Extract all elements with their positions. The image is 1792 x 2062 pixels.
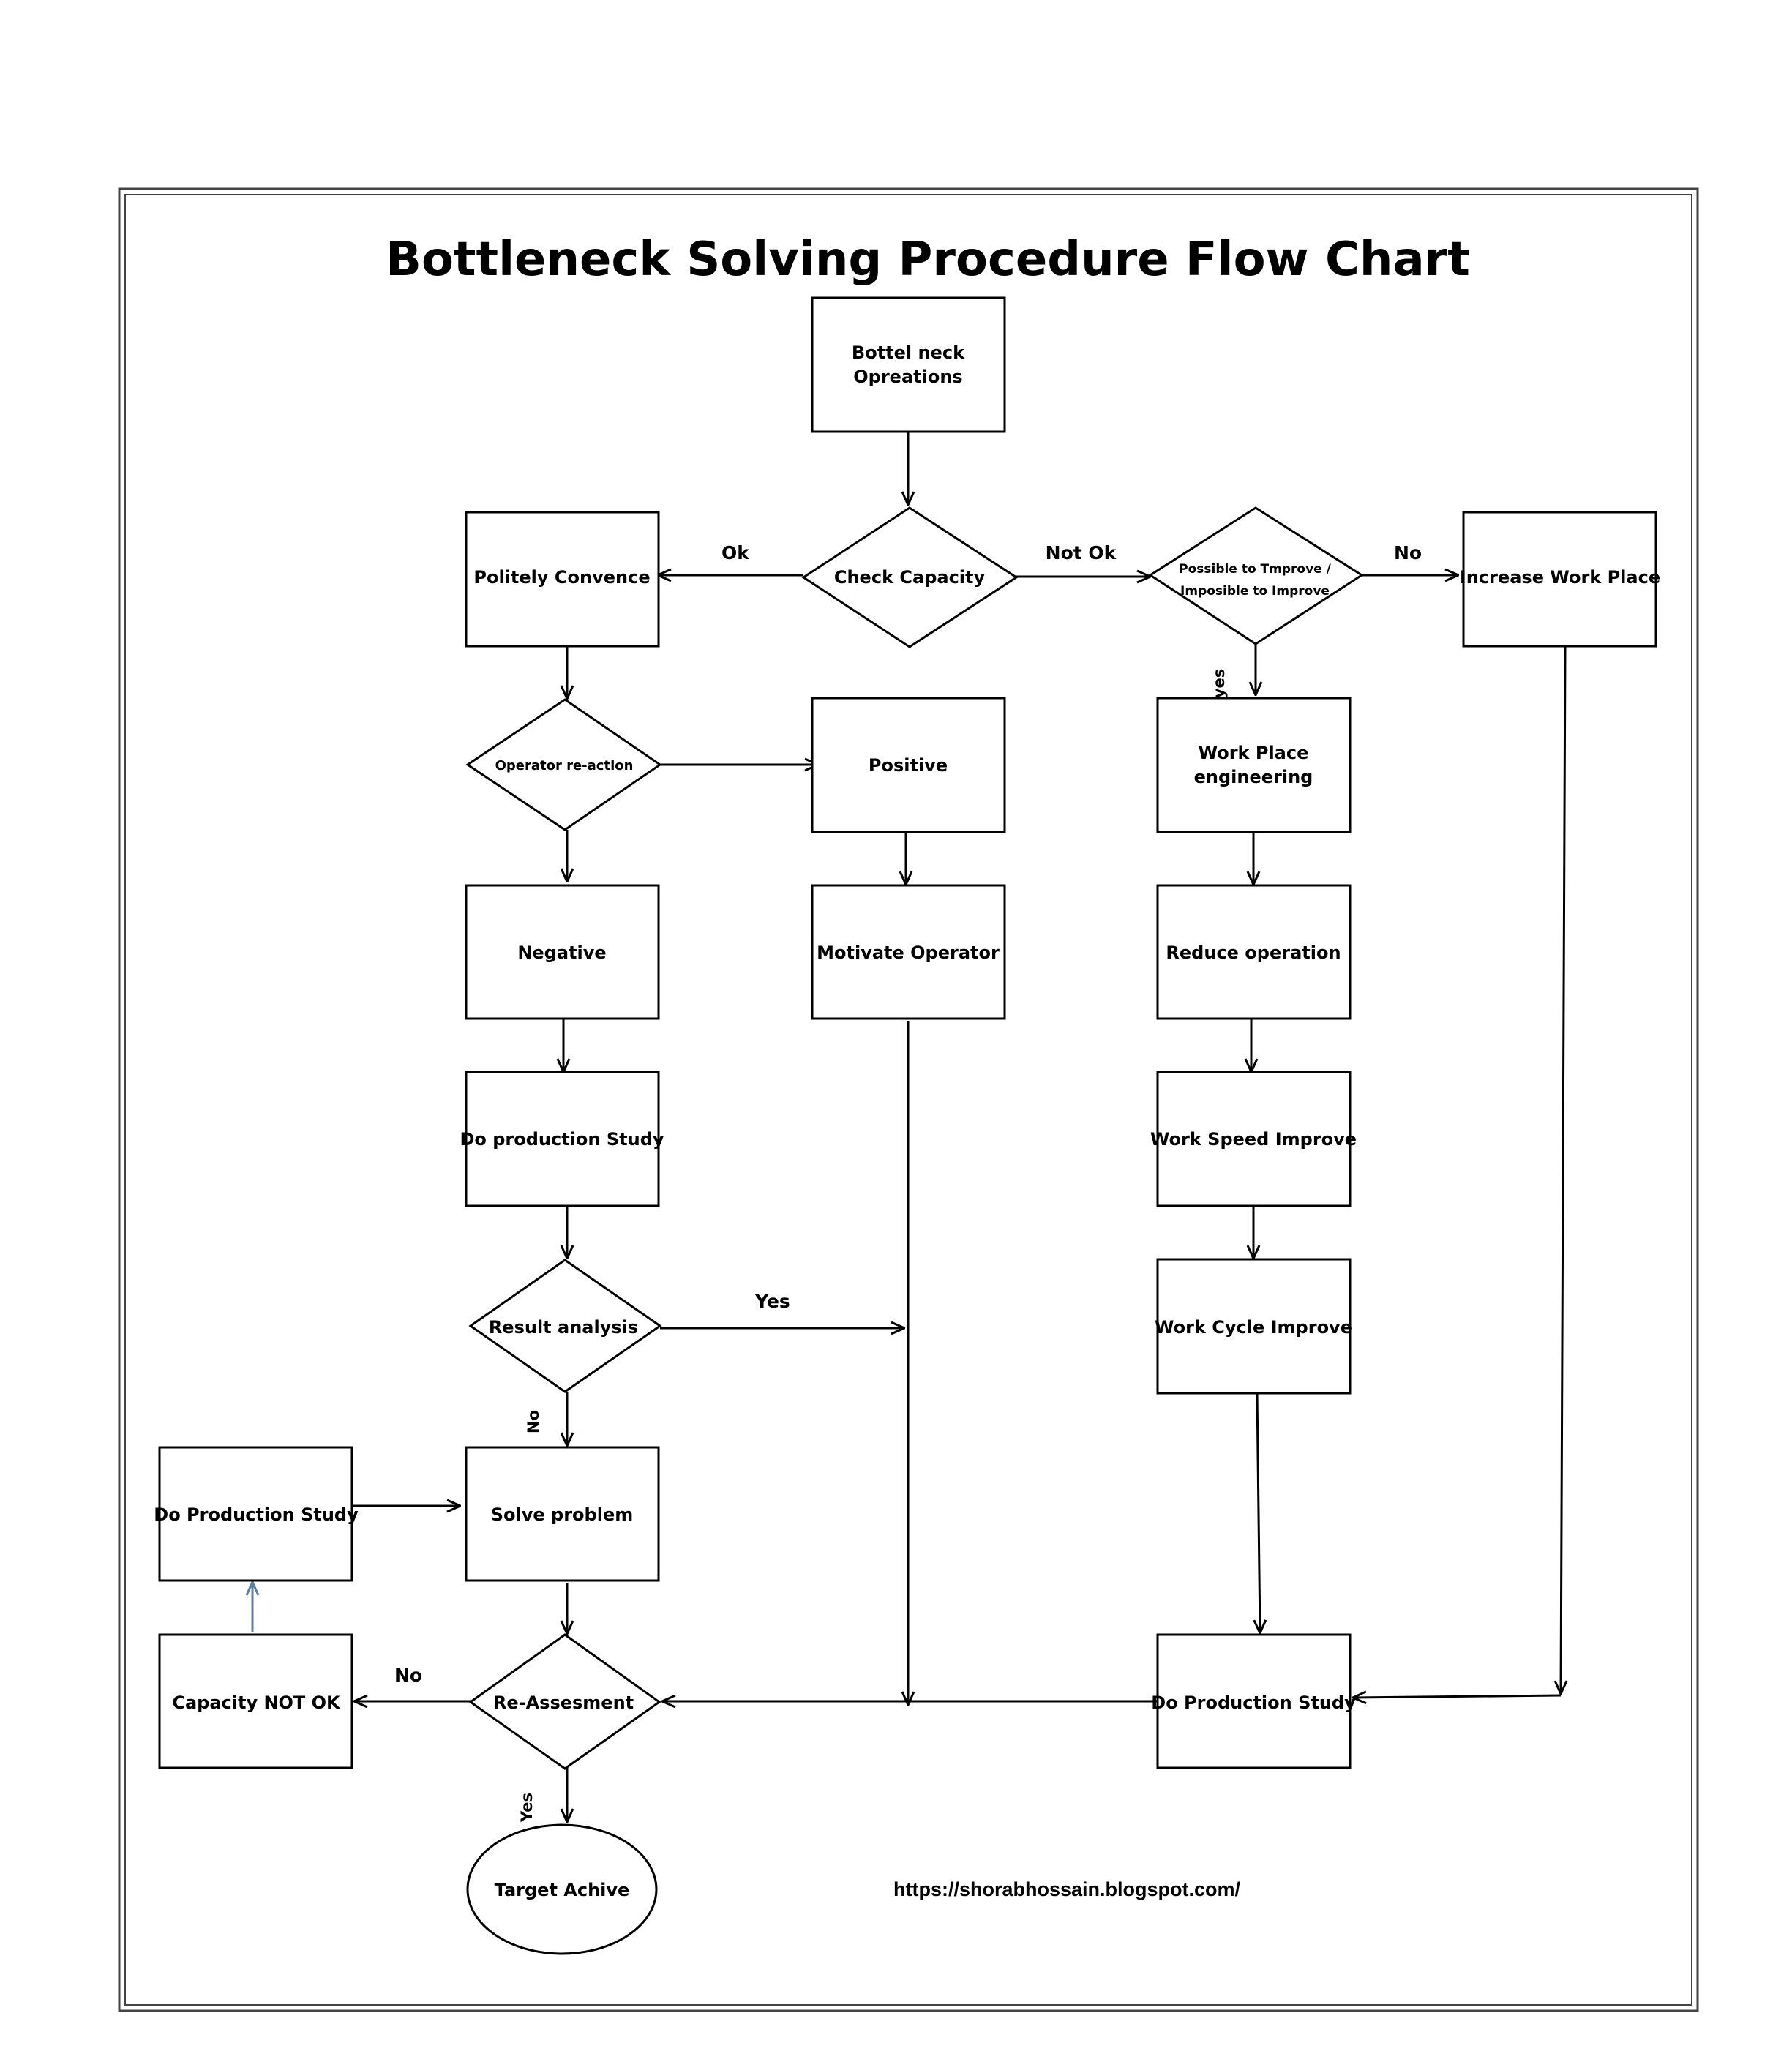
label-wpe-line2: engineering bbox=[1194, 767, 1313, 787]
node-possible-improve bbox=[1148, 506, 1364, 645]
node-result-analysis bbox=[468, 1259, 662, 1393]
node-do-production-study-left bbox=[158, 1446, 353, 1582]
chart-title: Bottleneck Solving Procedure Flow Chart bbox=[386, 233, 1470, 287]
node-re-assesment bbox=[468, 1633, 661, 1770]
edge-cycle-to-dps-right bbox=[1257, 1393, 1260, 1633]
edge-label-not-ok: Not Ok bbox=[1046, 542, 1117, 563]
node-reduce-operation bbox=[1156, 884, 1352, 1020]
node-politely-convence bbox=[465, 511, 660, 648]
label-possible-line2: Imposible to Improve bbox=[1180, 584, 1330, 599]
edge-label-no-result: No bbox=[525, 1410, 542, 1433]
edge-label-no-reassess: No bbox=[394, 1665, 422, 1686]
label-target-achive: Target Achive bbox=[495, 1880, 630, 1900]
label-result-analysis: Result analysis bbox=[489, 1317, 638, 1338]
node-work-cycle-improve bbox=[1156, 1258, 1352, 1395]
edge-label-yes-reassess: Yes bbox=[518, 1793, 536, 1823]
label-negative: Negative bbox=[517, 942, 606, 963]
label-positive: Positive bbox=[869, 755, 948, 776]
label-do-production-study-1: Do production Study bbox=[460, 1129, 664, 1150]
node-do-production-study-right bbox=[1156, 1633, 1352, 1769]
outer-frame bbox=[118, 187, 1699, 2012]
node-positive bbox=[811, 697, 1006, 833]
node-operator-reaction bbox=[465, 698, 662, 831]
node-solve-problem bbox=[465, 1446, 660, 1582]
node-bottleneck-operations bbox=[811, 296, 1006, 433]
edge-label-no-top: No bbox=[1394, 542, 1422, 563]
label-work-cycle-improve: Work Cycle Improve bbox=[1155, 1317, 1352, 1338]
label-reduce-operation: Reduce operation bbox=[1166, 942, 1341, 963]
label-capacity-not-ok: Capacity NOT OK bbox=[172, 1692, 341, 1713]
label-increase-work-place: Increase Work Place bbox=[1460, 567, 1660, 588]
label-operator-reaction: Operator re-action bbox=[495, 758, 634, 773]
node-do-production-study-1 bbox=[465, 1071, 660, 1207]
label-motivate-operator: Motivate Operator bbox=[817, 942, 1000, 963]
node-motivate-operator bbox=[811, 884, 1006, 1020]
edge-increase-down bbox=[1561, 645, 1565, 1694]
edge-label-yes-vertical: yes bbox=[1210, 669, 1228, 698]
edge-label-yes-result: Yes bbox=[754, 1291, 790, 1312]
node-capacity-not-ok bbox=[158, 1633, 353, 1769]
inner-frame bbox=[124, 194, 1692, 2006]
label-politely-convence: Politely Convence bbox=[473, 567, 650, 588]
label-re-assesment: Re-Assesment bbox=[493, 1692, 634, 1713]
label-do-production-study-right: Do Production Study bbox=[1151, 1692, 1356, 1713]
label-check-capacity: Check Capacity bbox=[834, 567, 986, 588]
node-work-speed-improve bbox=[1156, 1071, 1352, 1207]
node-work-place-engineering bbox=[1156, 697, 1352, 833]
label-wpe-line1: Work Place bbox=[1199, 743, 1309, 763]
label-do-production-study-left: Do Production Study bbox=[154, 1504, 359, 1525]
edge-increase-to-dps-right bbox=[1353, 1695, 1562, 1698]
label-solve-problem: Solve problem bbox=[491, 1504, 633, 1525]
label-work-speed-improve: Work Speed Improve bbox=[1150, 1129, 1357, 1150]
edge-label-ok: Ok bbox=[721, 542, 750, 563]
label-possible-line1: Possible to Tmprove / bbox=[1179, 562, 1331, 577]
footer-url[interactable]: https://shorabhossain.blogspot.com/ bbox=[893, 1878, 1241, 1900]
label-bottleneck-line1: Bottel neck bbox=[852, 342, 965, 363]
node-increase-work-place bbox=[1462, 511, 1657, 648]
node-check-capacity bbox=[801, 506, 1019, 648]
label-bottleneck-line2: Opreations bbox=[853, 367, 962, 387]
node-target-achive bbox=[466, 1823, 658, 1955]
node-negative bbox=[465, 884, 660, 1020]
